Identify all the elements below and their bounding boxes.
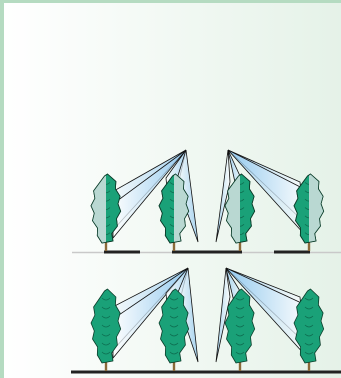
- canopy-scanning-diagram: [0, 0, 341, 378]
